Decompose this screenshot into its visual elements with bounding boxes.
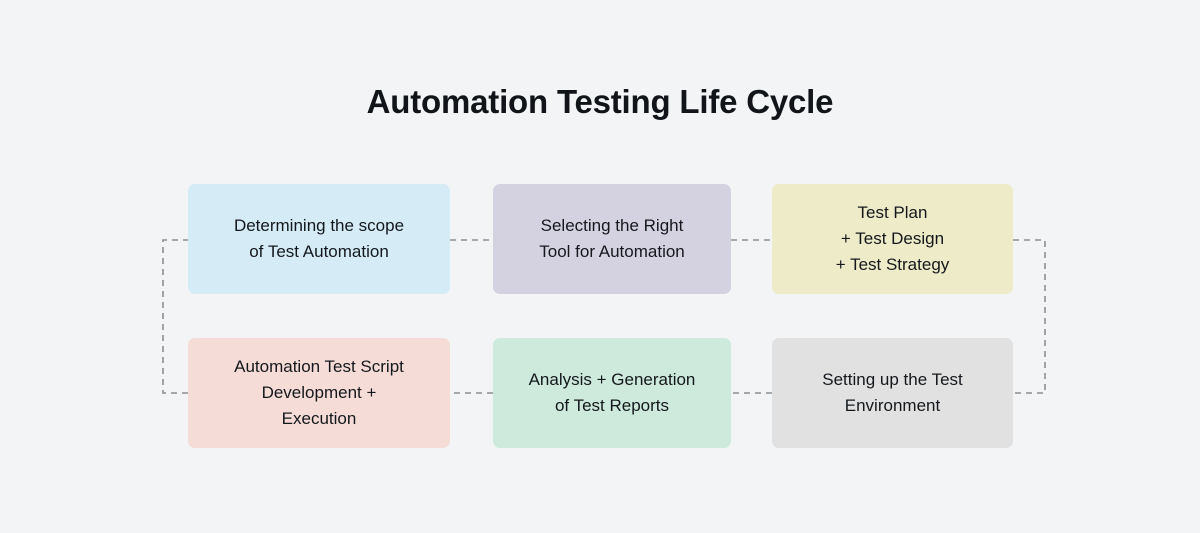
node-selecting-tool[interactable]: Selecting the Right Tool for Automation: [493, 184, 731, 294]
edge-node6-node1: [162, 239, 188, 394]
node-label: Automation Test Script Development + Exe…: [234, 357, 404, 428]
node-script-development-execution[interactable]: Automation Test Script Development + Exe…: [188, 338, 450, 448]
edge-node3-node4: [1013, 239, 1046, 394]
node-label: Setting up the Test Environment: [822, 370, 963, 415]
node-test-plan-design-strategy[interactable]: Test Plan + Test Design + Test Strategy: [772, 184, 1013, 294]
node-analysis-generation-reports[interactable]: Analysis + Generation of Test Reports: [493, 338, 731, 448]
node-setting-up-environment[interactable]: Setting up the Test Environment: [772, 338, 1013, 448]
node-label: Analysis + Generation of Test Reports: [528, 370, 696, 415]
node-determining-scope[interactable]: Determining the scope of Test Automation: [188, 184, 450, 294]
node-label: Selecting the Right Tool for Automation: [539, 216, 685, 261]
node-label: Determining the scope of Test Automation: [233, 216, 405, 261]
node-label: Test Plan + Test Design + Test Strategy: [835, 203, 950, 274]
page-title: Automation Testing Life Cycle: [366, 83, 834, 120]
